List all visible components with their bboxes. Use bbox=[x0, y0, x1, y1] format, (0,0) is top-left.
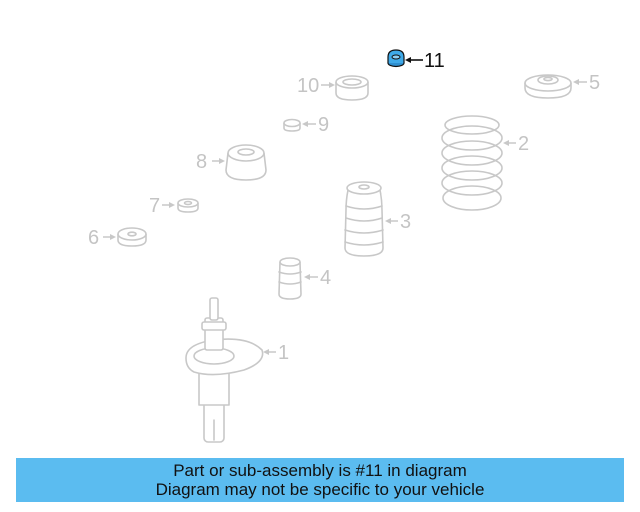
part-8-strut-mount bbox=[225, 144, 267, 181]
part-5-upper-spring-seat bbox=[524, 74, 572, 99]
part-7-washer bbox=[177, 198, 199, 213]
part-9-bushing bbox=[283, 118, 301, 132]
part-2-label: 2 bbox=[518, 133, 529, 155]
part-5-label: 5 bbox=[589, 72, 600, 94]
part-6-label: 6 bbox=[88, 227, 99, 249]
part-4-label: 4 bbox=[320, 267, 331, 289]
part-10-bearing bbox=[335, 75, 369, 101]
banner-line-2: Diagram may not be specific to your vehi… bbox=[155, 480, 485, 499]
part-11-callout-arrow bbox=[405, 57, 423, 63]
part-11-nut-cap bbox=[387, 49, 405, 68]
part-info-banner: Part or sub-assembly is #11 in diagram D… bbox=[16, 458, 624, 502]
part-9-label: 9 bbox=[318, 114, 329, 136]
banner-line-1: Part or sub-assembly is #11 in diagram bbox=[173, 461, 467, 480]
part-2-coil-spring bbox=[441, 115, 503, 211]
part-10-label: 10 bbox=[297, 75, 319, 97]
part-3-dust-boot bbox=[344, 181, 384, 257]
part-4-bump-stop bbox=[278, 257, 302, 300]
part-7-label: 7 bbox=[149, 195, 160, 217]
part-1-label: 1 bbox=[278, 342, 289, 364]
part-1-strut-assembly bbox=[185, 297, 264, 443]
part-3-label: 3 bbox=[400, 211, 411, 233]
part-6-lower-insulator bbox=[117, 227, 147, 247]
part-11-label: 11 bbox=[424, 50, 445, 72]
part-8-label: 8 bbox=[196, 151, 207, 173]
